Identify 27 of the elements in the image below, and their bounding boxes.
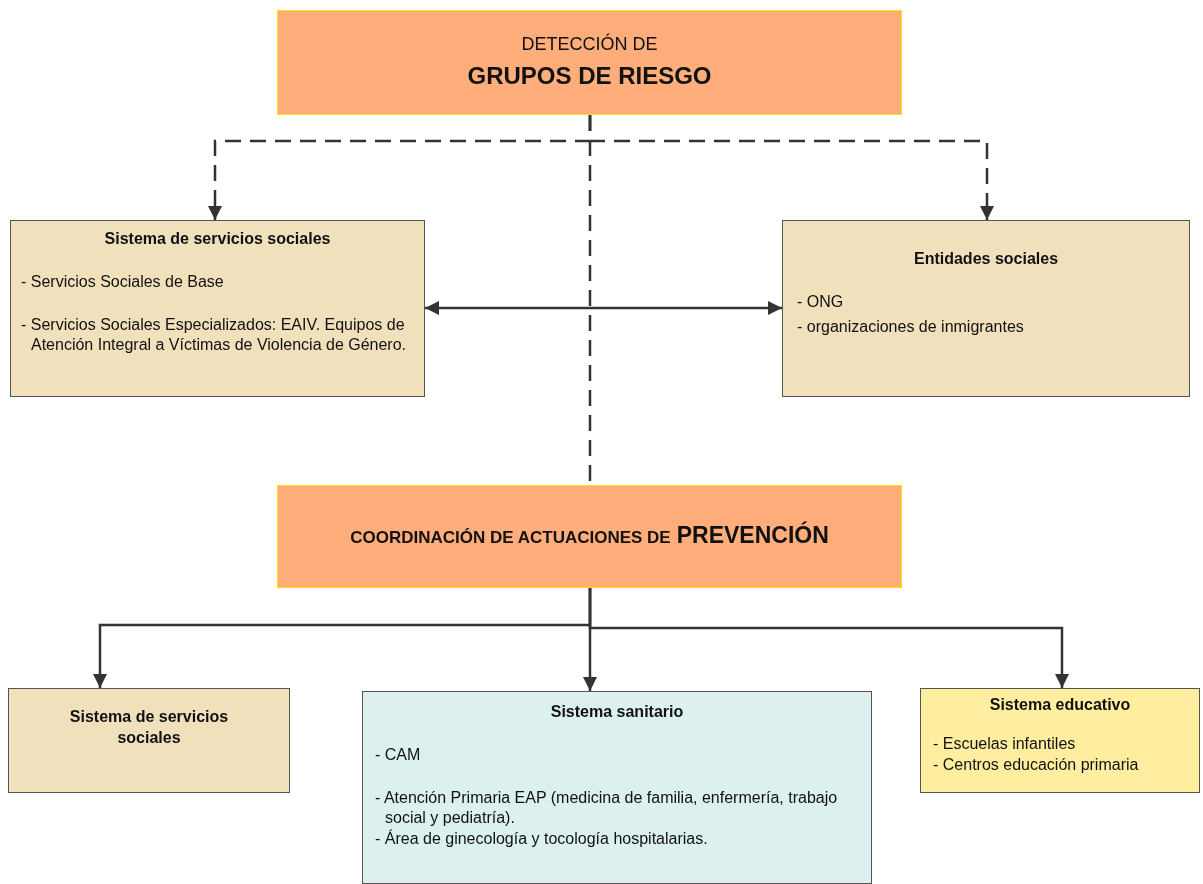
box-heading: Sistema educativo: [988, 695, 1132, 715]
list-item: - Centros educación primaria: [933, 754, 1140, 775]
box-heading: Sistema de servicios sociales: [103, 229, 332, 249]
process-box: [10, 220, 425, 397]
list-item: - organizaciones de inmigrantes: [797, 316, 1025, 337]
box-heading: PREVENCIÓN: [676, 522, 829, 548]
list-item: - Servicios Sociales de Base: [21, 271, 225, 292]
process-box: [362, 691, 872, 884]
box-subheading: DETECCIÓN DE: [520, 33, 659, 56]
box-heading: COORDINACIÓN DE ACTUACIONES DE: [350, 528, 671, 547]
process-box: [782, 220, 1190, 397]
box-heading: Entidades sociales: [912, 249, 1060, 269]
box-heading: Sistema de servicios sociales: [68, 707, 230, 748]
arrow: [588, 588, 1069, 688]
arrow: [425, 301, 782, 315]
list-item: - Servicios Sociales Especializados: EAIV. Equipos de Atención Integral a Víctimas de Violencia de Género.: [21, 314, 408, 356]
list-item: - Escuelas infantiles: [933, 733, 1077, 754]
list-item: - CAM: [375, 744, 422, 765]
list-item: - Área de ginecología y tocología hospitalarias.: [375, 829, 709, 850]
process-box: [277, 485, 902, 588]
list-item: - Atención Primaria EAP (medicina de familia, enfermería, trabajo social y pediatría).: [375, 787, 839, 829]
process-box: [277, 10, 902, 115]
process-box: [8, 688, 290, 793]
list-item: - ONG: [797, 291, 845, 312]
process-box: [920, 688, 1200, 793]
box-heading: GRUPOS DE RIESGO: [466, 61, 713, 92]
box-heading: Sistema sanitario: [549, 702, 685, 722]
